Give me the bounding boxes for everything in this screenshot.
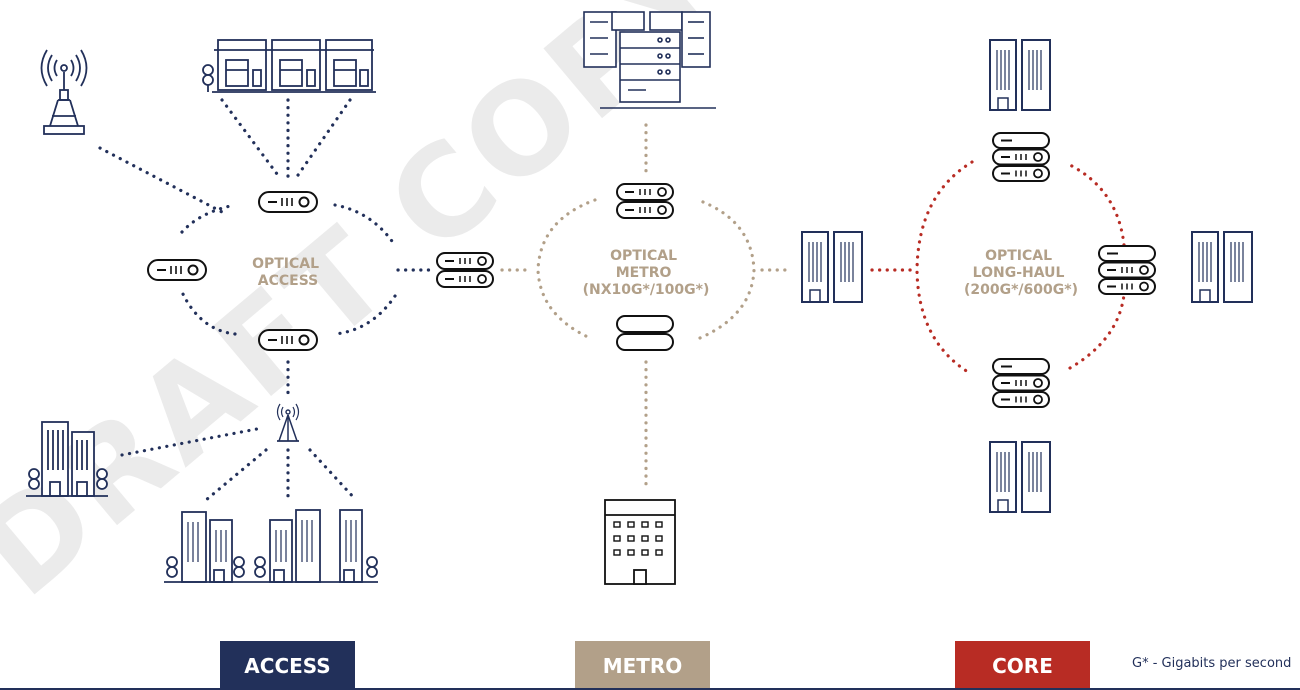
footnote: G* - Gigabits per second: [1132, 656, 1292, 671]
optical-metro-ring: [536, 198, 756, 340]
bottom-divider: [0, 688, 1300, 690]
data-center-icon: [583, 11, 716, 109]
metro-links: [500, 123, 794, 492]
core-tab: CORE: [955, 641, 1090, 690]
access-metro-server: [436, 252, 494, 288]
optical-metro-label: OPTICAL METRO (NX10G*/100G*): [583, 248, 710, 298]
small-antenna-icon: [276, 403, 300, 442]
access-router-top: [258, 191, 318, 213]
core-server-bottom: [992, 358, 1050, 408]
core-buildings-right-icon: [1191, 231, 1253, 303]
core-server-top: [992, 132, 1050, 182]
optical-longhaul-label: OPTICAL LONG-HAUL (200G*/600G*): [964, 248, 1078, 298]
apartment-buildings-icon: [164, 509, 378, 583]
metro-core-buildings-icon: [801, 231, 863, 303]
access-router-bottom: [258, 329, 318, 351]
core-buildings-bottom-icon: [989, 441, 1051, 513]
access-links: [98, 98, 434, 502]
office-building-icon: [604, 499, 676, 585]
metro-server-top: [616, 183, 674, 219]
core-server-right: [1098, 245, 1156, 295]
shops-icon: [202, 39, 376, 93]
core-buildings-top-icon: [989, 39, 1051, 111]
metro-server-bottom: [616, 315, 674, 351]
optical-longhaul-ring: [915, 160, 1126, 374]
cell-tower-icon: [40, 49, 88, 135]
office-buildings-icon: [26, 421, 108, 497]
metro-tab: METRO: [575, 641, 710, 690]
access-router-left: [147, 259, 207, 281]
access-tab: ACCESS: [220, 641, 355, 690]
optical-access-label: OPTICAL ACCESS: [252, 256, 324, 289]
